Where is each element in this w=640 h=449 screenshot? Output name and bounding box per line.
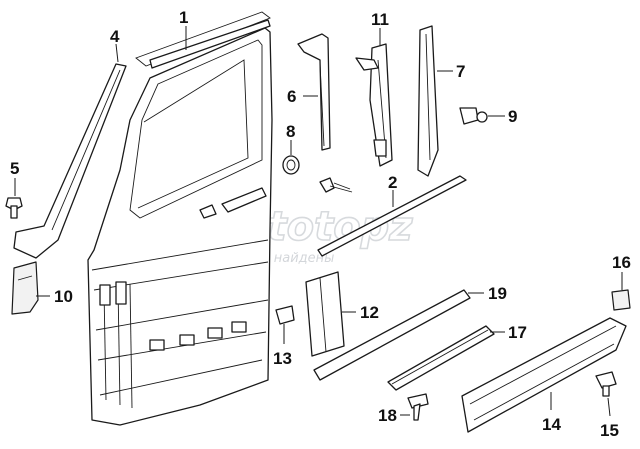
callout-16: 16 — [612, 253, 631, 272]
callout-2: 2 — [388, 173, 397, 192]
front-door-shell — [87, 11, 273, 426]
callout-17: 17 — [508, 323, 527, 342]
callout-18: 18 — [378, 406, 397, 425]
callout-1: 1 — [179, 8, 188, 27]
rocker-panel — [461, 317, 627, 433]
callout-8: 8 — [286, 122, 295, 141]
callout-11: 11 — [371, 10, 389, 29]
clip-13 — [275, 305, 295, 325]
callout-9: 9 — [508, 107, 517, 126]
pillar-applique-11 — [355, 43, 393, 167]
push-pin-18 — [407, 393, 429, 421]
callout-19: 19 — [488, 284, 507, 303]
callout-15: 15 — [600, 421, 619, 440]
rocker-upper-molding — [387, 325, 495, 391]
lower-molding-strip — [313, 289, 471, 381]
callout-labels: 1 2 4 5 6 7 8 9 10 11 12 13 14 15 16 17 … — [10, 8, 631, 440]
lower-door-panel — [305, 271, 345, 357]
b-pillar-upper-trim — [297, 33, 331, 151]
callout-13: 13 — [273, 349, 292, 368]
belt-molding — [317, 175, 467, 257]
callout-4: 4 — [110, 27, 120, 46]
bolt-5 — [5, 197, 23, 219]
grommet — [282, 155, 300, 175]
push-clip-9 — [459, 107, 488, 125]
callout-12: 12 — [360, 303, 379, 322]
leader-lines — [14, 26, 623, 417]
callout-7: 7 — [456, 62, 465, 81]
callout-6: 6 — [287, 87, 296, 106]
callout-5: 5 — [10, 159, 19, 178]
clip-16 — [611, 289, 631, 311]
screw-center — [319, 177, 353, 193]
bolt-15 — [595, 371, 617, 397]
callout-14: 14 — [542, 415, 561, 434]
callout-10: 10 — [54, 287, 73, 306]
center-pillar-molding — [417, 25, 439, 177]
corner-bracket — [11, 261, 39, 315]
a-pillar-molding — [13, 63, 127, 259]
